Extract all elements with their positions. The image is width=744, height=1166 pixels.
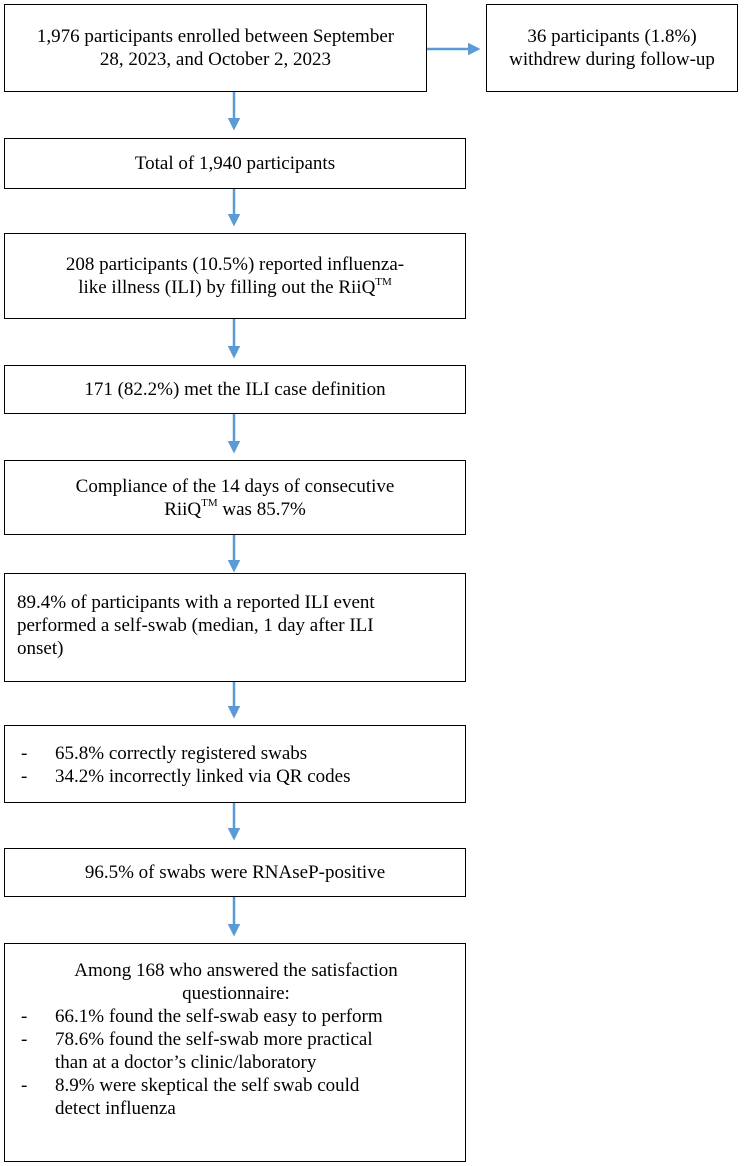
box-withdrew: 36 participants (1.8%) withdrew during f…	[486, 4, 738, 92]
total-text: Total of 1,940 participants	[134, 153, 336, 174]
box-enrolled: 1,976 participants enrolled between Sept…	[4, 4, 427, 92]
compliance-line-2-suffix: was 85.7%	[217, 498, 306, 520]
list-dash: -	[21, 743, 28, 764]
satisfaction-heading: Among 168 who answered the satisfaction …	[15, 959, 457, 1005]
reported-line-2-text: like illness (ILI) by filling out the Ri…	[78, 277, 376, 298]
box-self-swab: 89.4% of participants with a reported IL…	[4, 573, 466, 682]
satisfaction-item-easy: - 66.1% found the self-swab easy to perfo…	[15, 1005, 457, 1028]
satisfaction-heading-line-1: Among 168 who answered the satisfaction	[74, 960, 398, 981]
box-total: Total of 1,940 participants	[4, 138, 466, 189]
registration-item-text: 65.8% correctly registered swabs	[55, 743, 308, 764]
selfswab-line-1: 89.4% of participants with a reported IL…	[17, 592, 375, 613]
compliance-trademark: TM	[201, 497, 218, 510]
satisfaction-list: - 66.1% found the self-swab easy to perfo…	[15, 1005, 457, 1120]
registration-list: - 65.8% correctly registered swabs - 34.2%…	[15, 742, 457, 788]
enrolled-line-1: 1,976 participants enrolled between Sept…	[36, 26, 395, 47]
box-compliance: Compliance of the 14 days of consecutive…	[4, 460, 466, 535]
satisfaction-item-line: 66.1% found the self-swab easy to perfor…	[55, 1006, 383, 1027]
list-dash: -	[21, 766, 28, 787]
satisfaction-item-line: 78.6% found the self-swab more practical	[55, 1029, 373, 1050]
box-swab-registration: - 65.8% correctly registered swabs - 34.2%…	[4, 725, 466, 803]
box-met-case-definition: 171 (82.2%) met the ILI case definition	[4, 365, 466, 414]
reported-line-2: like illness (ILI) by filling out the Ri…	[78, 276, 392, 299]
registration-item-correct: - 65.8% correctly registered swabs	[15, 742, 457, 765]
met-text: 171 (82.2%) met the ILI case definition	[84, 379, 386, 400]
satisfaction-item-skeptical: - 8.9% were skeptical the self swab could…	[15, 1074, 457, 1120]
enrolled-line-2: 28, 2023, and October 2, 2023	[99, 49, 332, 70]
reported-trademark: TM	[375, 275, 392, 288]
rnasep-text: 96.5% of swabs were RNAseP-positive	[84, 862, 386, 883]
satisfaction-heading-line-2: questionnaire:	[182, 983, 290, 1004]
satisfaction-item-line: 8.9% were skeptical the self swab could	[55, 1075, 360, 1096]
box-satisfaction: Among 168 who answered the satisfaction …	[4, 943, 466, 1162]
selfswab-line-2: performed a self-swab (median, 1 day aft…	[17, 615, 374, 636]
compliance-line-1: Compliance of the 14 days of consecutive	[75, 475, 395, 497]
registration-item-incorrect: - 34.2% incorrectly linked via QR codes	[15, 765, 457, 788]
registration-item-text: 34.2% incorrectly linked via QR codes	[55, 766, 351, 787]
list-dash: -	[21, 1006, 28, 1027]
withdrew-line-2: withdrew during follow-up	[509, 49, 715, 70]
satisfaction-item-practical: - 78.6% found the self-swab more practica…	[15, 1028, 457, 1074]
box-rnasep: 96.5% of swabs were RNAseP-positive	[4, 848, 466, 897]
list-dash: -	[21, 1029, 28, 1050]
withdrew-line-1: 36 participants (1.8%)	[527, 26, 697, 47]
box-reported-ili: 208 participants (10.5%) reported influe…	[4, 233, 466, 319]
satisfaction-item-line: detect influenza	[55, 1098, 176, 1119]
selfswab-line-3: onset)	[17, 638, 64, 659]
list-dash: -	[21, 1075, 28, 1096]
compliance-line-2: RiiQTM was 85.7%	[164, 498, 306, 521]
compliance-line-2-prefix: RiiQ	[164, 498, 202, 520]
reported-line-1: 208 participants (10.5%) reported influe…	[65, 254, 405, 275]
satisfaction-item-line: than at a doctor’s clinic/laboratory	[55, 1052, 317, 1073]
